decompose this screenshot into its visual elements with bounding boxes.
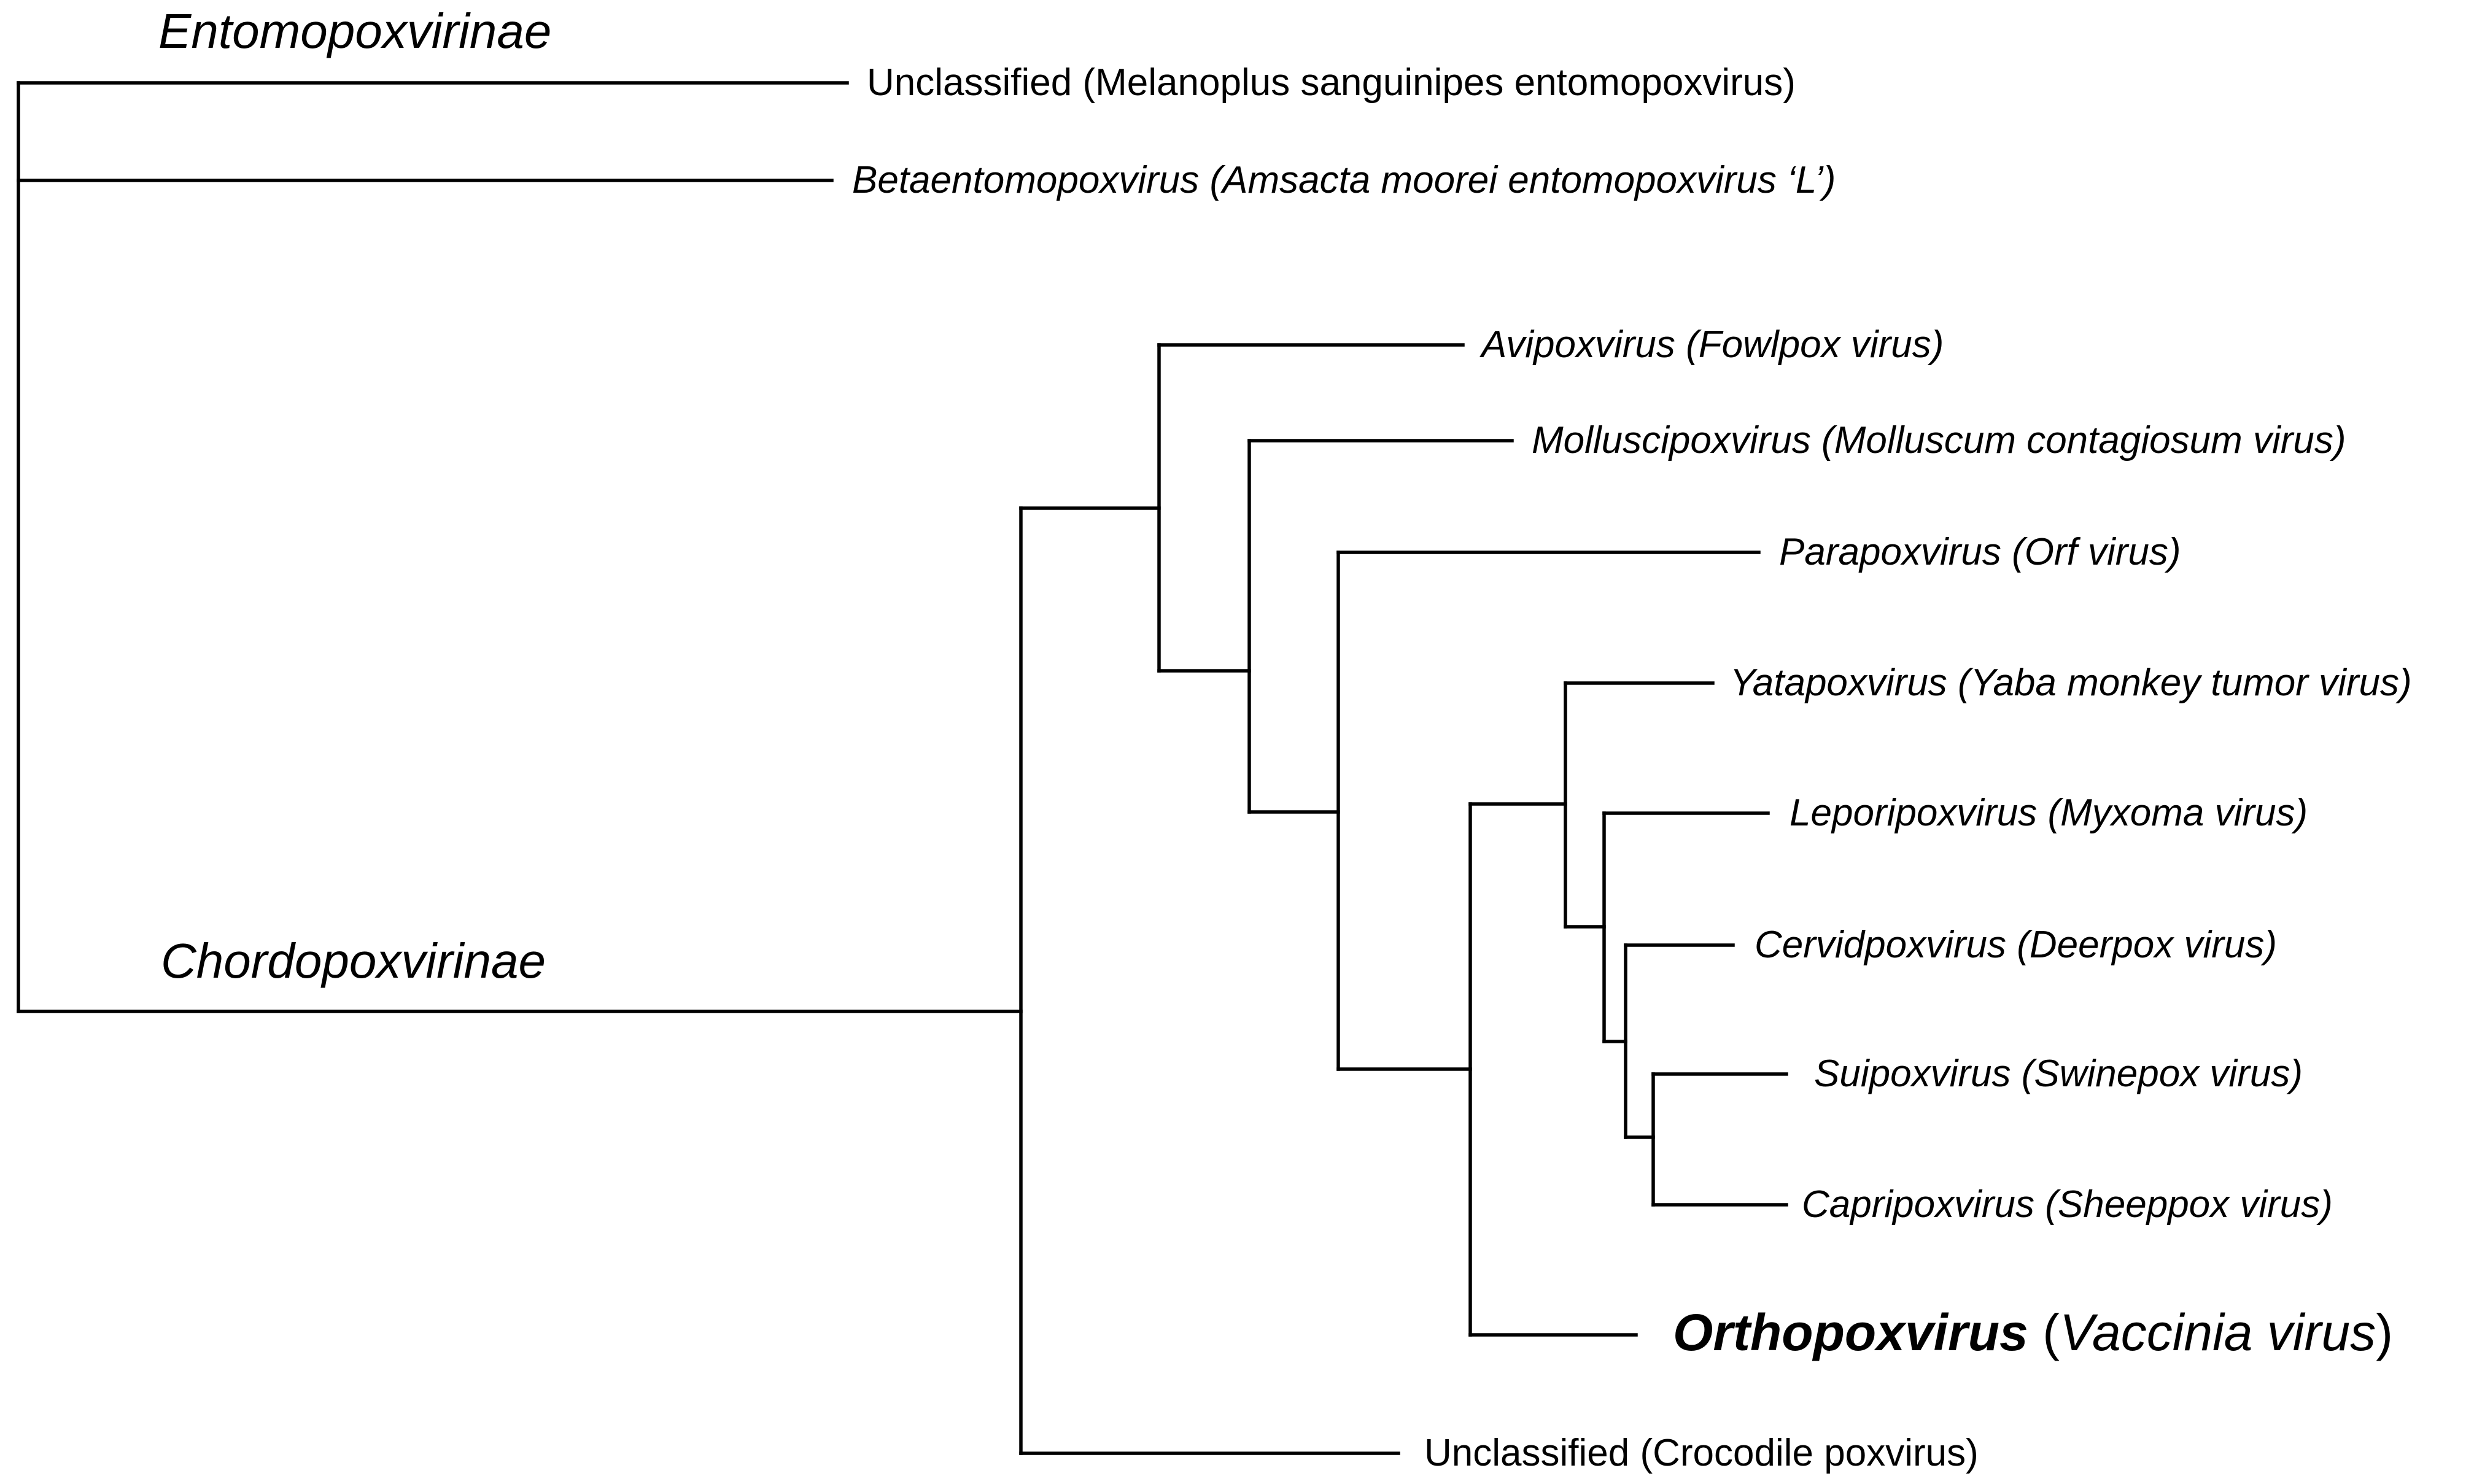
- leaf-genus-parapox: Parapoxvirus: [1779, 531, 2001, 573]
- leaf-genus-cervidpox: Cervidpoxvirus: [1755, 924, 2006, 966]
- leaf-species-avipox: (Fowlpox virus): [1686, 323, 1944, 366]
- leaf-genus-betaentomo: Betaentomopoxvirus: [852, 159, 1199, 201]
- leaf-label-yatapox: Yatapoxvirus (Yaba monkey tumor virus): [1730, 662, 2412, 704]
- leaf-genus-leporipox: Leporipoxvirus: [1790, 792, 2037, 834]
- leaf-species-parapox: (Orf virus): [2012, 531, 2181, 573]
- leaf-species-mollusci: (Molluscum contagiosum virus): [1821, 419, 2346, 462]
- leaf-genus-suipox: Suipoxvirus: [1814, 1053, 2011, 1095]
- leaf-species-cervidpox: (Deerpox virus): [2017, 924, 2277, 966]
- leaf-species-suipox: (Swinepox virus): [2022, 1053, 2303, 1095]
- leaf-genus-melanoplus: Unclassified: [867, 61, 1072, 104]
- leaf-species-capripox: (Sheeppox virus): [2045, 1183, 2333, 1226]
- leaf-species-orthopox-open: (: [2042, 1304, 2060, 1361]
- leaf-species-crocodile: (Crocodile poxvirus): [1640, 1432, 1978, 1474]
- leaf-species-betaentomo: (Amsacta moorei entomopoxvirus ‘L’): [1209, 159, 1836, 201]
- leaf-genus-crocodile: Unclassified: [1424, 1432, 1629, 1474]
- leaf-species-leporipox: (Myxoma virus): [2047, 792, 2308, 834]
- leaf-label-parapox: Parapoxvirus (Orf virus): [1779, 531, 2181, 573]
- clade-label-entomopoxvirinae: Entomopoxvirinae: [158, 4, 551, 58]
- leaf-label-cervidpox: Cervidpoxvirus (Deerpox virus): [1755, 924, 2277, 966]
- clade-label-chordopoxvirinae: Chordopoxvirinae: [161, 933, 546, 988]
- leaf-label-crocodile: Unclassified (Crocodile poxvirus): [1424, 1432, 1979, 1474]
- leaf-genus-mollusci: Molluscipoxvirus: [1532, 419, 1811, 462]
- leaf-species-orthopox: Vaccinia virus: [2060, 1304, 2376, 1361]
- leaf-species-melanoplus: (Melanoplus sanguinipes entomopoxvirus): [1082, 61, 1795, 104]
- leaf-genus-yatapox: Yatapoxvirus: [1730, 662, 1947, 704]
- leaf-label-orthopox: Orthopoxvirus (Vaccinia virus): [1673, 1304, 2393, 1361]
- leaf-label-suipox: Suipoxvirus (Swinepox virus): [1814, 1053, 2303, 1095]
- leaf-genus-avipox: Avipoxvirus: [1479, 323, 1675, 366]
- leaf-species-yatapox: (Yaba monkey tumor virus): [1958, 662, 2412, 704]
- leaf-genus-orthopox: Orthopoxvirus: [1673, 1304, 2028, 1361]
- leaf-label-avipox: Avipoxvirus (Fowlpox virus): [1479, 323, 1944, 366]
- leaf-label-capripox: Capripoxvirus (Sheeppox virus): [1802, 1183, 2333, 1226]
- leaf-genus-capripox: Capripoxvirus: [1802, 1183, 2034, 1226]
- leaf-species-orthopox-close: ): [2376, 1304, 2393, 1361]
- leaf-label-betaentomo: Betaentomopoxvirus (Amsacta moorei entom…: [852, 159, 1836, 201]
- leaf-label-mollusci: Molluscipoxvirus (Molluscum contagiosum …: [1532, 419, 2346, 462]
- tree-branches: [17, 81, 1788, 1455]
- leaf-label-leporipox: Leporipoxvirus (Myxoma virus): [1790, 792, 2308, 834]
- leaf-label-melanoplus: Unclassified (Melanoplus sanguinipes ent…: [867, 61, 1796, 104]
